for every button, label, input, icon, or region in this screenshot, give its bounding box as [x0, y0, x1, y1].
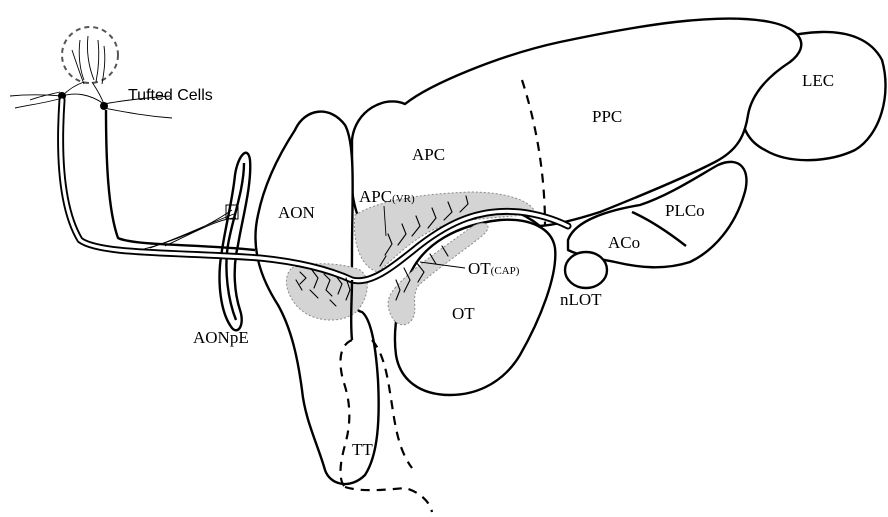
label-ot: OT: [452, 304, 475, 323]
label-plco: PLCo: [665, 201, 705, 220]
tufted-cell-2: [100, 102, 108, 110]
tuft-dendrites: [72, 36, 105, 84]
nlot-nucleus: [565, 252, 607, 288]
label-aon: AON: [278, 203, 315, 222]
tt-descending-axon: [351, 280, 352, 340]
label-apc-vr-sub: (VR): [392, 193, 415, 205]
label-ot-cap-sub: (CAP): [491, 265, 520, 277]
label-lec: LEC: [802, 71, 834, 90]
glomerulus-circle: [62, 27, 118, 83]
aonpe-outer: [220, 153, 251, 331]
label-aco: ACo: [608, 233, 640, 252]
tt-border-bottom: [345, 487, 432, 512]
label-aonpe: AONpE: [193, 328, 249, 347]
label-tt: TT: [352, 440, 373, 459]
label-tufted-cells: Tufted Cells: [128, 87, 213, 104]
label-ppc: PPC: [592, 107, 622, 126]
label-ot-cap-main: OT: [468, 259, 491, 278]
label-apc: APC: [412, 145, 445, 164]
label-nlot: nLOT: [560, 290, 602, 309]
label-apc-vr-main: APC: [359, 187, 392, 206]
